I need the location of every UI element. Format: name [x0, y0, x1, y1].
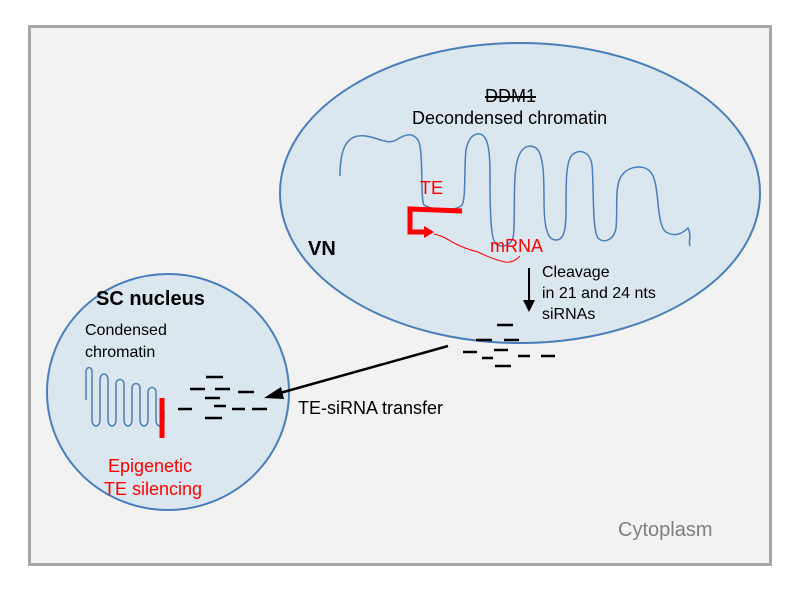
te-arrowhead	[424, 226, 434, 238]
vn-sirna-dashes	[463, 323, 555, 368]
sc-sirna-dashes	[178, 375, 267, 420]
cleavage-label: Cleavage	[542, 264, 610, 281]
ddm1-label: DDM1	[485, 86, 537, 106]
cleavage-detail-label: in 21 and 24 nts	[542, 285, 656, 302]
decondensed-chromatin	[339, 133, 691, 247]
te-gene-marker	[407, 206, 463, 235]
condensed-label-line2: chromatin	[85, 344, 156, 361]
transfer-label: TE-siRNA transfer	[298, 398, 444, 418]
sc-nucleus-label: SC nucleus	[96, 288, 205, 310]
vn-nucleus	[279, 42, 761, 344]
mrna-label: mRNA	[490, 236, 543, 256]
condensed-chromatin	[85, 366, 165, 427]
transfer-arrow	[279, 344, 449, 395]
transfer-arrowhead	[264, 387, 284, 399]
epigenetic-label: Epigenetic	[108, 456, 193, 476]
sc-nucleus	[46, 273, 290, 511]
decondensed-chromatin-label: Decondensed chromatin	[412, 108, 608, 128]
mrna-squiggle	[433, 233, 521, 263]
condensed-label-line1: Condensed	[85, 322, 167, 339]
sirnas-label: siRNAs	[542, 306, 596, 323]
te-label: TE	[420, 178, 444, 198]
vn-label: VN	[308, 238, 336, 260]
te-silencing-label: TE silencing	[104, 479, 203, 499]
cytoplasm-label: Cytoplasm	[618, 519, 713, 541]
cleavage-arrowhead	[523, 300, 535, 312]
